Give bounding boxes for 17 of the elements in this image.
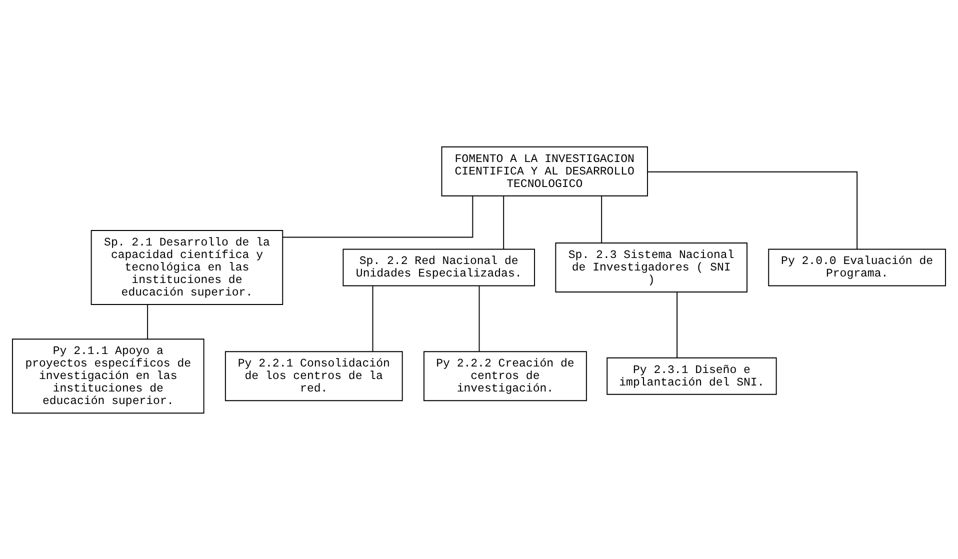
- node-box: FOMENTO A LA INVESTIGACION CIENTIFICA Y AL DESARROLLO TECNOLOGICO: [441, 146, 648, 196]
- node-box: Py 2.2.2 Creación de centros de investigación.: [423, 350, 587, 401]
- connector: [647, 170, 858, 250]
- connector: [147, 304, 148, 339]
- connector: [478, 284, 480, 352]
- connector: [503, 195, 504, 250]
- node-box: Py 2.0.0 Evaluación de Programa.: [768, 248, 946, 286]
- connector: [282, 194, 474, 238]
- node-box: Py 2.2.1 Consolidación de los centros de la red.: [224, 350, 403, 401]
- node-box: Sp. 2.2 Red Nacional de Unidades Especializadas.: [342, 248, 535, 286]
- node-box: Py 2.1.1 Apoyo a proyectos específicos de investigación en las instituciones de educación superior.: [12, 338, 204, 414]
- connector: [372, 284, 374, 352]
- node-box: Py 2.3.1 Diseño e implantación del SNI.: [606, 356, 777, 394]
- node-box: Sp. 2.3 Sistema Nacional de Investigadores ( SNI ): [555, 242, 748, 292]
- connector: [601, 195, 602, 243]
- connector: [676, 291, 678, 358]
- node-box: Sp. 2.1 Desarrollo de la capacidad científica y tecnológica en las instituciones de educación superior.: [90, 230, 284, 304]
